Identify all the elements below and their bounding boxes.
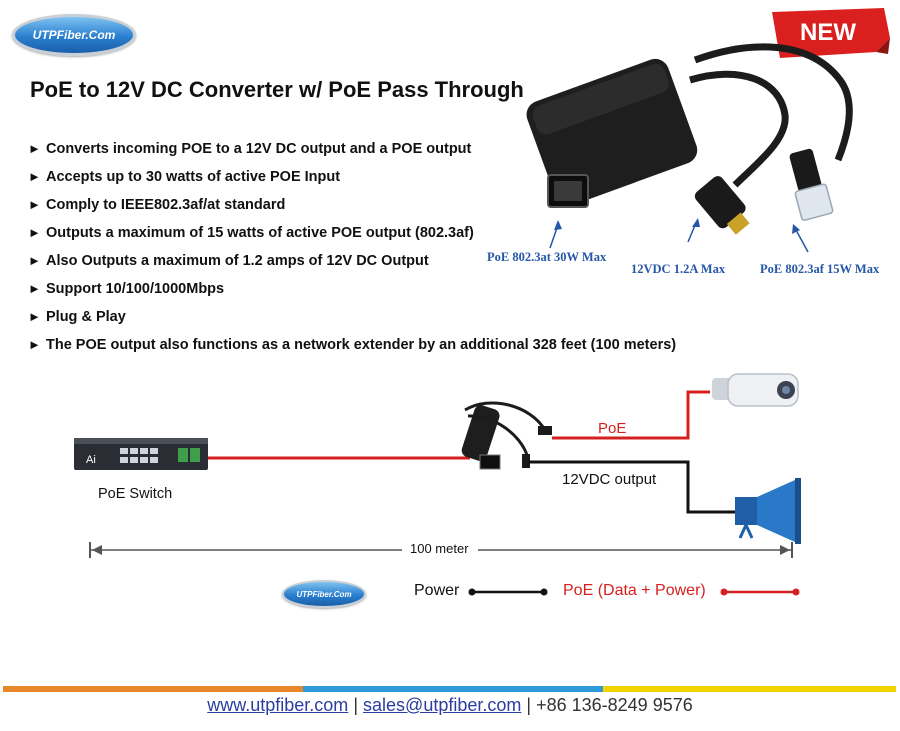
callout-poe-output: PoE 802.3af 15W Max: [760, 262, 880, 276]
bullet-arrow-icon: ►: [28, 225, 41, 240]
dc-line-label: 12VDC output: [562, 471, 657, 488]
feature-item: ►Also Outputs a maximum of 1.2 amps of 1…: [28, 247, 676, 275]
legend-power-label: Power: [414, 582, 460, 599]
legend-poe-label: PoE (Data + Power): [563, 582, 706, 599]
camera-icon: [712, 373, 799, 407]
feature-item: ►Support 10/100/1000Mbps: [28, 275, 676, 303]
footer-contact: www.utpfiber.com | sales@utpfiber.com | …: [0, 695, 900, 716]
bullet-arrow-icon: ►: [28, 197, 41, 212]
footer-separator: |: [526, 695, 532, 715]
callout-dc-output: 12VDC 1.2A Max: [631, 262, 726, 276]
bullet-arrow-icon: ►: [28, 253, 41, 268]
speaker-icon: [735, 478, 801, 544]
bullet-arrow-icon: ►: [28, 141, 41, 156]
feature-item: ►Comply to IEEE802.3af/at standard: [28, 191, 676, 219]
brand-logo-small: UTPFiber.Com: [282, 580, 366, 608]
connection-diagram: Ai: [74, 373, 801, 596]
new-badge-shape: [772, 8, 890, 58]
callout-input: PoE 802.3at 30W Max: [487, 250, 607, 264]
brand-logo: UTPFiber.Com: [12, 14, 136, 56]
poe-line-label: PoE: [598, 420, 627, 437]
new-badge: NEW: [772, 8, 890, 58]
poe-splitter-icon: [461, 401, 552, 470]
distance-label: 100 meter: [404, 541, 475, 556]
phone-number: +86 136-8249 9576: [536, 695, 693, 715]
website-link[interactable]: www.utpfiber.com: [207, 695, 349, 715]
brand-logo-text: UTPFiber.Com: [32, 28, 116, 42]
bullet-arrow-icon: ►: [28, 169, 41, 184]
brand-logo-small-text: UTPFiber.Com: [296, 589, 352, 599]
new-badge-text: NEW: [800, 19, 856, 46]
feature-item: ►Accepts up to 30 watts of active POE In…: [28, 163, 676, 191]
switch-brand: Ai: [86, 454, 96, 466]
page-title: PoE to 12V DC Converter w/ PoE Pass Thro…: [30, 77, 524, 102]
feature-list: ►Converts incoming POE to a 12V DC outpu…: [28, 135, 676, 359]
feature-item: ►Converts incoming POE to a 12V DC outpu…: [28, 135, 676, 163]
footer-separator: |: [353, 695, 359, 715]
email-link[interactable]: sales@utpfiber.com: [363, 695, 522, 715]
feature-item: ►The POE output also functions as a netw…: [28, 331, 676, 359]
feature-item: ►Plug & Play: [28, 303, 676, 331]
bullet-arrow-icon: ►: [28, 281, 41, 296]
bullet-arrow-icon: ►: [28, 309, 41, 324]
product-image: [526, 43, 853, 253]
footer-color-bar: [3, 686, 896, 692]
feature-item: ►Outputs a maximum of 15 watts of active…: [28, 219, 676, 247]
switch-label: PoE Switch: [98, 486, 173, 502]
bullet-arrow-icon: ►: [28, 337, 41, 352]
poe-switch-icon: Ai: [74, 438, 208, 470]
